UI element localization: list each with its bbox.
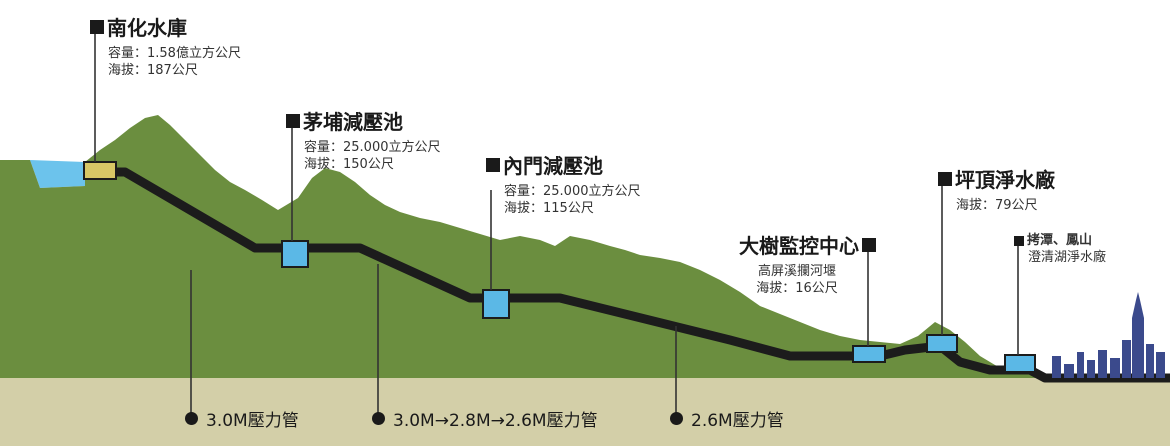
leader-lines [94, 34, 1019, 414]
bullet-dot-icon [670, 412, 683, 425]
dashu-altitude: 海拔：16公尺 [756, 281, 838, 296]
pipe-label-3-text: 2.6M壓力管 [691, 411, 784, 431]
fengshan-title-text: 拷潭、鳳山 [1027, 233, 1093, 248]
maopu-altitude: 海拔：150公尺 [304, 157, 394, 172]
nanhua-reservoir-box [83, 161, 117, 180]
square-marker-icon [862, 237, 876, 252]
neimen-title-text: 內門減壓池 [503, 154, 603, 178]
city-skyline [1052, 292, 1165, 378]
nanhua-altitude: 海拔：187公尺 [108, 63, 198, 78]
pingding-tank [926, 334, 958, 353]
pipe-label-2: 3.0M→2.8M→2.6M壓力管 [372, 406, 598, 431]
square-marker-icon [486, 157, 500, 172]
neimen-altitude: 海拔：115公尺 [504, 201, 594, 216]
pipe-label-3: 2.6M壓力管 [670, 406, 784, 431]
fengshan-label: 拷潭、鳳山 澄清湖淨水廠 [1014, 232, 1106, 266]
nanhua-reservoir-label: 南化水庫 容量：1.58億立方公尺 海拔：187公尺 [90, 12, 241, 79]
dashu-location: 高屏溪攔河堰 [757, 264, 836, 279]
neimen-title: 內門減壓池 [486, 150, 641, 179]
mountain-range [0, 115, 1060, 378]
neimen-capacity: 容量：25.000立方公尺 [504, 184, 641, 199]
dashu-title-text: 大樹監控中心 [739, 234, 859, 258]
neimen-label: 內門減壓池 容量：25.000立方公尺 海拔：115公尺 [486, 150, 641, 217]
maopu-title: 茅埔減壓池 [286, 106, 441, 135]
square-marker-icon [90, 19, 104, 34]
pingding-altitude: 海拔：79公尺 [956, 198, 1038, 213]
square-marker-icon [1014, 235, 1024, 246]
bullet-dot-icon [185, 412, 198, 425]
pingding-title: 坪頂淨水廠 [938, 164, 1055, 193]
dashu-label: 大樹監控中心 高屏溪攔河堰 海拔：16公尺 [736, 230, 876, 297]
pingding-title-text: 坪頂淨水廠 [955, 168, 1055, 192]
fengshan-tank [1004, 354, 1036, 373]
nanhua-title-text: 南化水庫 [107, 16, 187, 40]
dashu-tank [852, 345, 886, 363]
maopu-title-text: 茅埔減壓池 [303, 110, 403, 134]
ground-band [0, 378, 1170, 446]
nanhua-capacity: 容量：1.58億立方公尺 [108, 46, 241, 61]
dashu-title: 大樹監控中心 [736, 230, 876, 259]
fengshan-subtitle: 澄清湖淨水廠 [1028, 250, 1107, 265]
maopu-tank [281, 240, 309, 268]
maopu-capacity: 容量：25.000立方公尺 [304, 140, 441, 155]
nanhua-title: 南化水庫 [90, 12, 241, 41]
square-marker-icon [938, 171, 952, 186]
maopu-label: 茅埔減壓池 容量：25.000立方公尺 海拔：150公尺 [286, 106, 441, 173]
pipe-label-1: 3.0M壓力管 [185, 406, 299, 431]
pipe-label-1-text: 3.0M壓力管 [206, 411, 299, 431]
reservoir-water [30, 160, 85, 188]
pipe-label-2-text: 3.0M→2.8M→2.6M壓力管 [393, 411, 598, 431]
square-marker-icon [286, 113, 300, 128]
bullet-dot-icon [372, 412, 385, 425]
fengshan-title: 拷潭、鳳山 [1014, 232, 1106, 249]
neimen-tank [482, 289, 510, 319]
pingding-label: 坪頂淨水廠 海拔：79公尺 [938, 164, 1055, 214]
